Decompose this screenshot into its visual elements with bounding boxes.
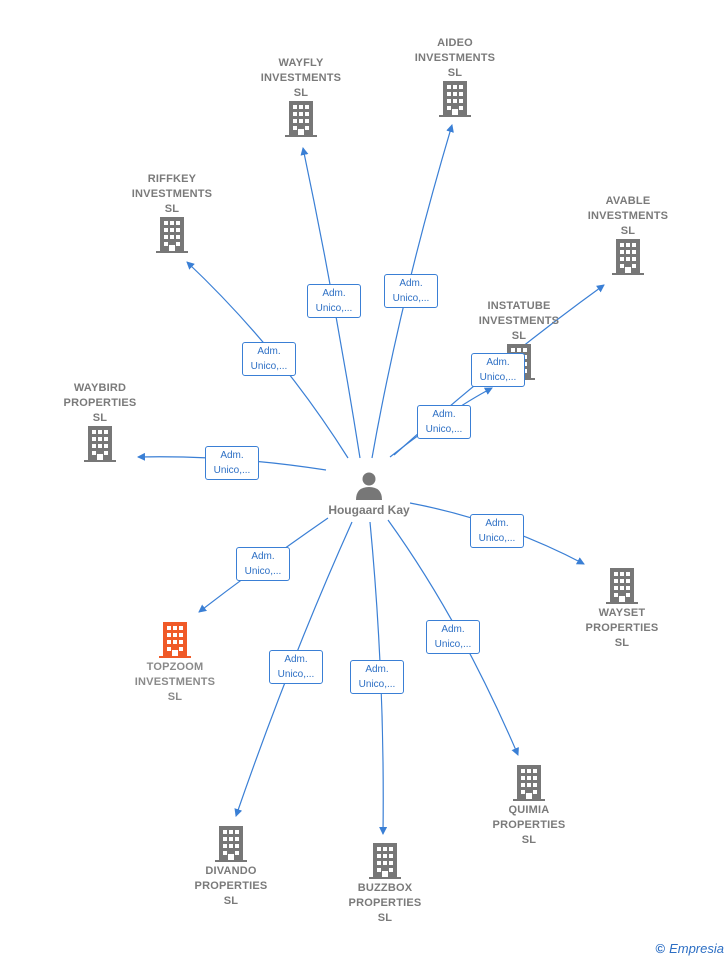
node-topzoom[interactable]: TOPZOOM INVESTMENTS SL (115, 622, 235, 705)
brand-name: Empresia (669, 941, 724, 956)
node-label: WAYBIRD PROPERTIES SL (63, 382, 137, 424)
building-icon (285, 101, 317, 137)
person-name: Hougaard Kay (328, 503, 410, 517)
building-icon (513, 765, 545, 801)
person-icon (356, 472, 382, 500)
edge-label-quimia[interactable]: Adm. Unico,... (426, 620, 480, 654)
building-icon (369, 843, 401, 879)
building-icon (215, 826, 247, 862)
node-label: WAYSET PROPERTIES SL (585, 607, 659, 649)
node-buzzbox[interactable]: BUZZBOX PROPERTIES SL (325, 843, 445, 926)
node-label: AVABLE INVESTMENTS SL (587, 195, 669, 237)
edge-label-wayfly[interactable]: Adm. Unico,... (307, 284, 361, 318)
edge-label-divando[interactable]: Adm. Unico,... (269, 650, 323, 684)
edge-label-wayset[interactable]: Adm. Unico,... (470, 514, 524, 548)
edge-label-buzzbox[interactable]: Adm. Unico,... (350, 660, 404, 694)
node-label: TOPZOOM INVESTMENTS SL (134, 661, 216, 703)
building-icon (156, 217, 188, 253)
edge-label-topzoom[interactable]: Adm. Unico,... (236, 547, 290, 581)
building-icon (606, 568, 638, 604)
node-label: INSTATUBE INVESTMENTS SL (478, 300, 560, 342)
node-label: WAYFLY INVESTMENTS SL (260, 57, 342, 99)
node-label: RIFFKEY INVESTMENTS SL (131, 173, 213, 215)
node-quimia[interactable]: QUIMIA PROPERTIES SL (469, 765, 589, 848)
edge-label-avable[interactable]: Adm. Unico,... (471, 353, 525, 387)
node-aideo[interactable]: AIDEO INVESTMENTS SL (395, 36, 515, 117)
person-node[interactable]: Hougaard Kay (309, 470, 429, 517)
node-label: AIDEO INVESTMENTS SL (414, 37, 496, 79)
node-waybird[interactable]: WAYBIRD PROPERTIES SL (40, 381, 160, 462)
building-icon (159, 622, 191, 658)
copyright-symbol: © (655, 941, 666, 956)
edge-label-aideo[interactable]: Adm. Unico,... (384, 274, 438, 308)
edge-label-instatube[interactable]: Adm. Unico,... (417, 405, 471, 439)
building-icon (612, 239, 644, 275)
node-label: DIVANDO PROPERTIES SL (194, 865, 268, 907)
edge-label-waybird[interactable]: Adm. Unico,... (205, 446, 259, 480)
node-wayset[interactable]: WAYSET PROPERTIES SL (562, 568, 682, 651)
node-avable[interactable]: AVABLE INVESTMENTS SL (568, 194, 688, 275)
building-icon (84, 426, 116, 462)
edge-label-riffkey[interactable]: Adm. Unico,... (242, 342, 296, 376)
node-label: QUIMIA PROPERTIES SL (492, 804, 566, 846)
brand-footer[interactable]: ©Empresia (655, 941, 724, 956)
node-divando[interactable]: DIVANDO PROPERTIES SL (171, 826, 291, 909)
node-riffkey[interactable]: RIFFKEY INVESTMENTS SL (112, 172, 232, 253)
building-icon (439, 81, 471, 117)
node-label: BUZZBOX PROPERTIES SL (348, 882, 422, 924)
node-wayfly[interactable]: WAYFLY INVESTMENTS SL (241, 56, 361, 137)
